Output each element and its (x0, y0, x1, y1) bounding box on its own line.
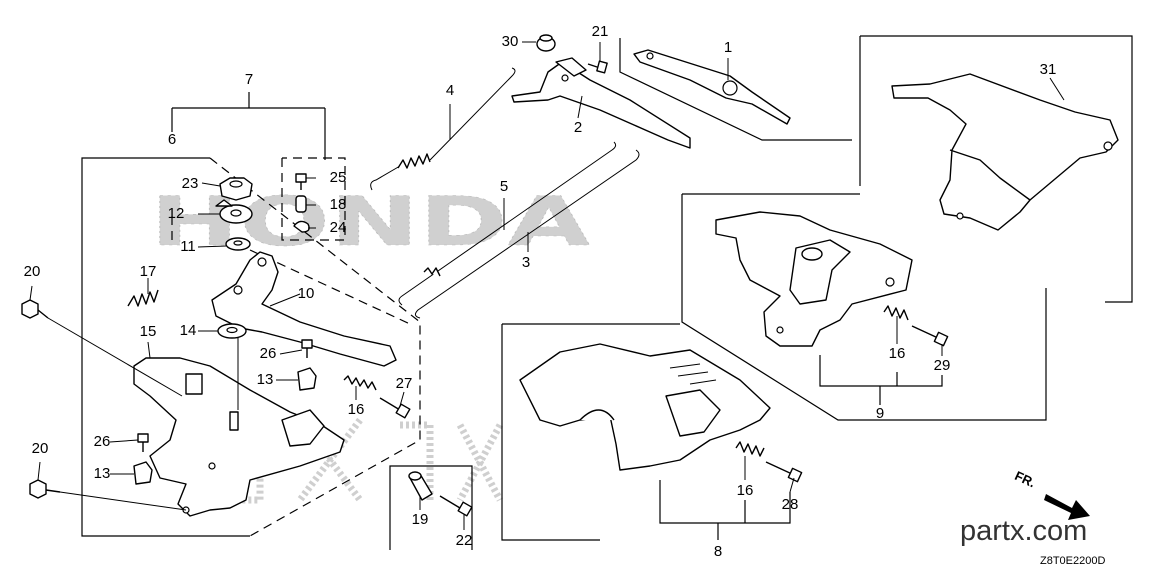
part-17-spring (127, 289, 159, 307)
fr-label: FR. (1013, 468, 1038, 490)
part-16-collar-left (343, 375, 377, 391)
part-24-clip (293, 220, 310, 233)
callout-7: 7 (245, 71, 253, 88)
callout-6: 6 (168, 131, 176, 148)
callout-16-bottom: 16 (737, 482, 754, 499)
part-4-governor-spring-rod (370, 67, 516, 191)
part-20-bolt-lower (29, 479, 61, 499)
part-15-governor-bracket (133, 357, 345, 517)
part-12-governor-plate (215, 199, 253, 224)
callout-5: 5 (500, 178, 508, 195)
callout-22: 22 (456, 532, 473, 549)
part-5-control-rod (398, 141, 617, 306)
part-26-bolt-lower (137, 433, 149, 452)
callout-28: 28 (782, 496, 799, 513)
callout-21: 21 (592, 23, 609, 40)
part-13-clip-upper (297, 367, 317, 391)
callout-15: 15 (140, 323, 157, 340)
part-18-collar (295, 195, 307, 213)
site-label: partx.com (960, 515, 1087, 547)
part-29-bolt (911, 325, 949, 347)
part-21-screw (587, 60, 608, 74)
callout-3: 3 (522, 254, 530, 271)
callout-4: 4 (446, 82, 454, 99)
part-16-collar-right (883, 305, 909, 321)
part-16-collar-bottom (735, 441, 765, 457)
callout-25: 25 (330, 169, 347, 186)
callout-10: 10 (298, 285, 315, 302)
callout-24: 24 (330, 219, 347, 236)
callout-29: 29 (934, 357, 951, 374)
callout-12: 12 (168, 205, 185, 222)
part-31-top-cover (891, 73, 1119, 231)
callout-labels: 1 2 3 4 5 6 7 8 9 10 11 12 13 13 14 15 1… (24, 23, 1057, 560)
part-27-bolt (379, 397, 411, 419)
callout-11: 11 (180, 238, 196, 255)
part-26-bolt-upper (301, 339, 313, 358)
part-14-washer (217, 323, 247, 339)
part-30-rubber-cap (536, 34, 556, 52)
part-11-washer (225, 237, 251, 251)
callout-8: 8 (714, 543, 722, 560)
part-23-nut (219, 177, 253, 201)
part-28-bolt (765, 461, 803, 483)
group-frames (81, 35, 1133, 550)
callout-13-lower: 13 (94, 465, 111, 482)
callout-17: 17 (140, 263, 157, 280)
callout-31: 31 (1040, 61, 1057, 78)
honda-watermark: HONDA (150, 183, 591, 262)
part-19-collar (408, 471, 433, 501)
callout-30: 30 (502, 33, 519, 50)
part-13-clip-lower (133, 461, 153, 485)
callout-1: 1 (724, 39, 732, 56)
part-10-governor-arm (211, 251, 397, 367)
callout-23: 23 (182, 175, 199, 192)
callout-26-lower: 26 (94, 433, 111, 450)
part-2-control-lever (511, 57, 691, 149)
callout-13-upper: 13 (257, 371, 274, 388)
part-20-bolt-upper (21, 299, 49, 319)
callout-26-upper: 26 (260, 345, 277, 362)
part-8-lower-cover (519, 343, 771, 471)
callout-14: 14 (180, 322, 197, 339)
drawing-code: Z8T0E2200D (1040, 555, 1105, 567)
leader-lines (29, 41, 1065, 530)
callout-16-right: 16 (889, 345, 906, 362)
callout-2: 2 (574, 119, 582, 136)
callout-27: 27 (396, 375, 413, 392)
part-22-bolt (439, 495, 473, 517)
callout-20-upper: 20 (24, 263, 41, 280)
front-direction-indicator: FR. (1013, 468, 1090, 520)
front-arrow-icon (1044, 494, 1090, 520)
part-1-throttle-lever (633, 49, 791, 125)
part-9-control-base (715, 211, 913, 347)
callout-16-left: 16 (348, 401, 365, 418)
part-3-governor-rod (414, 149, 640, 319)
callout-18: 18 (330, 196, 347, 213)
callout-19: 19 (412, 511, 429, 528)
callout-9: 9 (876, 405, 884, 422)
callout-20-lower: 20 (32, 440, 49, 457)
